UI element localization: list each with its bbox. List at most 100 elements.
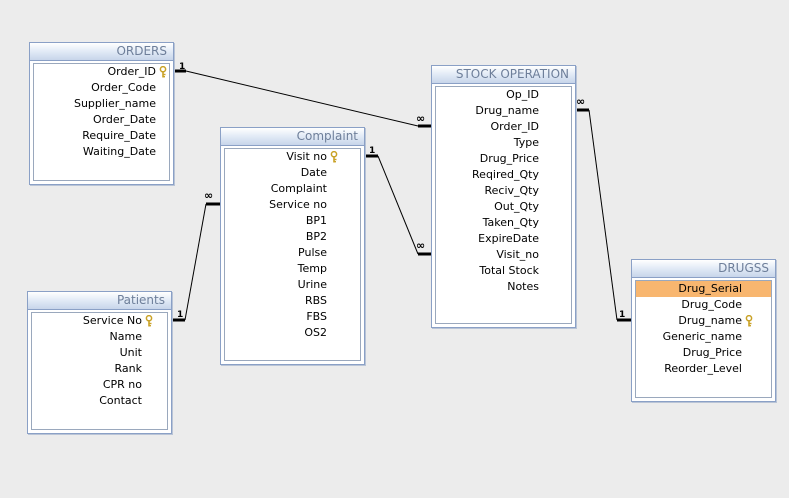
field-name: Urine [297,278,327,291]
field-name: BP2 [305,230,327,243]
field-name: BP1 [305,214,327,227]
field-row[interactable]: Reorder_Level [636,361,771,377]
relationship-complaint-stock-one-label: 1 [369,146,376,156]
field-row[interactable]: Op_ID [436,87,571,103]
field-row[interactable]: Reqired_Qty [436,167,571,183]
field-row[interactable]: Service No [32,313,167,329]
field-row[interactable]: Pulse [225,245,360,261]
table-drugss-title[interactable]: DRUGSS [632,260,775,278]
field-row[interactable]: BP2 [225,229,360,245]
field-row[interactable]: Order_ID [436,119,571,135]
field-row[interactable]: Drug_Serial [636,281,771,297]
field-name: Visit_no [496,248,539,261]
field-row[interactable]: Unit [32,345,167,361]
field-name: Visit no [286,150,327,163]
table-stock-operation-title[interactable]: STOCK OPERATION [432,66,575,84]
field-row[interactable]: Date [225,165,360,181]
field-name: FBS [306,310,327,323]
field-row[interactable]: Visit_no [436,247,571,263]
field-name: Waiting_Date [82,145,156,158]
relationship-drugss-stock[interactable] [574,108,632,322]
field-name: Name [109,330,142,343]
field-name: Service no [269,198,327,211]
field-row[interactable]: Require_Date [34,128,169,144]
field-name: Drug_Serial [678,282,742,295]
table-complaint-title[interactable]: Complaint [221,128,364,146]
relationship-patients-complaint-one-label: 1 [177,310,184,320]
field-name: Order_Code [91,81,156,94]
table-patients-title[interactable]: Patients [28,292,171,310]
field-row[interactable]: Drug_name [436,103,571,119]
field-row[interactable]: Total Stock [436,263,571,279]
field-row[interactable]: RBS [225,293,360,309]
field-name: Op_ID [506,88,539,101]
key-icon [330,150,338,163]
table-orders-title[interactable]: ORDERS [30,43,173,61]
field-name: Reqired_Qty [472,168,539,181]
field-name: Pulse [298,246,327,259]
field-row[interactable]: Type [436,135,571,151]
field-name: Drug_Price [682,346,742,359]
field-row[interactable]: Urine [225,277,360,293]
field-name: Contact [99,394,142,407]
field-row[interactable]: BP1 [225,213,360,229]
field-row[interactable]: Service no [225,197,360,213]
key-icon [159,65,167,78]
field-name: Date [300,166,327,179]
field-row[interactable]: Reciv_Qty [436,183,571,199]
field-name: OS2 [304,326,327,339]
field-row[interactable]: Drug_Code [636,297,771,313]
field-name: CPR no [102,378,142,391]
field-row[interactable]: Drug_name [636,313,771,329]
field-row[interactable]: Rank [32,361,167,377]
field-row[interactable]: Drug_Price [636,345,771,361]
field-row[interactable]: CPR no [32,377,167,393]
field-row[interactable]: Waiting_Date [34,144,169,160]
field-row[interactable]: Order_Date [34,112,169,128]
relationship-complaint-stock[interactable] [363,154,432,256]
field-row[interactable]: Supplier_name [34,96,169,112]
field-row[interactable]: Complaint [225,181,360,197]
field-name: Require_Date [82,129,156,142]
field-row[interactable]: Out_Qty [436,199,571,215]
field-name: Order_ID [107,65,156,78]
field-name: Order_Date [92,113,156,126]
field-name: Generic_name [662,330,742,343]
field-row[interactable]: FBS [225,309,360,325]
field-row[interactable]: Generic_name [636,329,771,345]
relationship-drugss-stock-one-label: 1 [619,310,626,320]
field-row[interactable]: Order_ID [34,64,169,80]
field-row[interactable]: Visit no [225,149,360,165]
key-icon [745,314,753,327]
field-name: Complaint [270,182,327,195]
field-row[interactable]: OS2 [225,325,360,341]
relationship-drugss-stock-many-label: ∞ [576,95,585,108]
field-row[interactable]: Name [32,329,167,345]
field-name: Reorder_Level [664,362,742,375]
field-row[interactable]: Contact [32,393,167,409]
field-row[interactable]: ExpireDate [436,231,571,247]
field-row[interactable]: Order_Code [34,80,169,96]
field-name: Drug_Code [681,298,742,311]
field-name: Service No [82,314,142,327]
field-row[interactable]: Drug_Price [436,151,571,167]
field-row[interactable]: Notes [436,279,571,295]
field-row[interactable]: Temp [225,261,360,277]
field-name: Taken_Qty [482,216,539,229]
relationship-patients-complaint[interactable] [170,202,221,322]
field-name: Supplier_name [73,97,156,110]
field-row[interactable]: Taken_Qty [436,215,571,231]
field-name: Drug_Price [479,152,539,165]
key-icon [145,314,153,327]
relationship-orders-stock[interactable] [172,69,432,128]
